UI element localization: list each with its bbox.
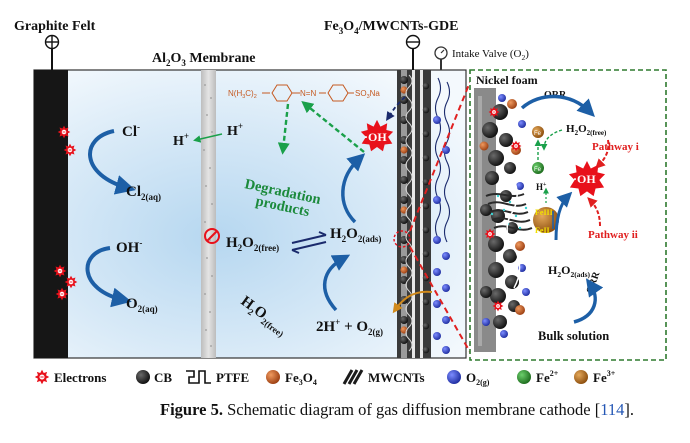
gde-label: Fe3O4/MWCNTs-GDE bbox=[324, 19, 458, 36]
dye-sulfonate-group: SO3Na bbox=[355, 89, 380, 100]
zoom-line-top bbox=[409, 81, 471, 232]
graphite-felt-electrode bbox=[34, 70, 68, 358]
h2o2-free-inhibited: H2O2(free) bbox=[204, 228, 279, 253]
intake-valve bbox=[434, 46, 448, 70]
mwcnt-bundle bbox=[485, 193, 533, 231]
caption-end: ]. bbox=[624, 400, 634, 419]
orr-reactants: 2H+ + O2(g) bbox=[316, 317, 383, 337]
chloride-ion: Cl- bbox=[122, 122, 140, 140]
svg-text:Fe: Fe bbox=[534, 167, 542, 173]
zoom-highlight-circle bbox=[393, 230, 411, 248]
membrane-label: Al2O3 Membrane bbox=[152, 51, 255, 68]
svg-text:Fe3+: Fe3+ bbox=[593, 369, 616, 385]
o2-gas-chamber bbox=[433, 77, 451, 354]
orr-arrow-bottom bbox=[573, 278, 604, 324]
fe-activation-arrow bbox=[386, 96, 406, 121]
h2o2-adsorbed: H2O2(ads) bbox=[330, 226, 381, 244]
graphite-felt-label: Graphite Felt bbox=[14, 19, 96, 34]
svg-text:N=N: N=N bbox=[300, 89, 316, 98]
svg-text:Electrons: Electrons bbox=[54, 370, 106, 385]
nanotube-dots bbox=[490, 194, 528, 230]
svg-text:Fe2+: Fe2+ bbox=[536, 369, 559, 385]
citation-link[interactable]: 114 bbox=[600, 400, 625, 419]
inset-h2o2-ads: H2O2(ads) bbox=[548, 263, 591, 279]
caption-text: Schematic diagram of gas diffusion membr… bbox=[222, 400, 601, 419]
proton-right: H+ bbox=[227, 121, 243, 139]
pathway-ii-label: Pathway ii bbox=[588, 229, 638, 241]
intake-valve-label: Intake Valve (O2) bbox=[452, 48, 529, 62]
legend-o2: O2(g) bbox=[447, 370, 490, 387]
figure-label: Figure 5. bbox=[160, 400, 223, 419]
svg-text:PTFE: PTFE bbox=[216, 370, 249, 385]
inset-h2o2-free: H2O2(free) bbox=[566, 123, 607, 137]
dye-amine-group: N(H3C)2 bbox=[228, 89, 257, 100]
svg-text:FeII: FeII bbox=[535, 226, 550, 235]
blocked-icon bbox=[204, 228, 220, 244]
cathode-terminal-icon bbox=[405, 34, 421, 50]
figure-caption: Figure 5. Schematic diagram of gas diffu… bbox=[160, 400, 680, 420]
legend-fe3o4: Fe3O4 bbox=[266, 370, 317, 387]
svg-text:O2(g): O2(g) bbox=[466, 370, 490, 387]
inset-hydroxyl-radical: ·OH bbox=[568, 160, 606, 197]
mechanism-inset: Nickel foam bbox=[469, 69, 667, 361]
equilibrium-arrows bbox=[291, 231, 327, 254]
svg-text:FeIII: FeIII bbox=[535, 208, 553, 217]
legend-electrons: Electrons bbox=[34, 369, 106, 385]
legend-fe2: Fe2+ bbox=[517, 369, 559, 385]
oh-oxidation-arrow bbox=[85, 246, 132, 308]
h2o2-to-radical-arrow bbox=[341, 153, 366, 224]
fe-redox-cycle: Fe Fe FeIII FeII bbox=[532, 126, 559, 235]
orr-arrow bbox=[322, 254, 351, 312]
hydroxide-ion: OH- bbox=[116, 238, 142, 256]
inset-proton: H+ bbox=[536, 182, 547, 192]
o2-diffusion-arrow bbox=[392, 290, 433, 314]
nickel-foam-label: Nickel foam bbox=[476, 73, 538, 87]
bulk-solution-label: Bulk solution bbox=[538, 329, 609, 343]
chlorine-product: Cl2(aq) bbox=[126, 184, 161, 202]
radical-attack-arrow bbox=[301, 100, 365, 153]
svg-text:Fe: Fe bbox=[534, 131, 542, 137]
azo-dye-molecule: N(H3C)2 N=N SO3Na bbox=[228, 84, 380, 102]
legend-cb: CB bbox=[136, 370, 172, 385]
svg-text:·OH: ·OH bbox=[573, 172, 596, 186]
anode-terminal-icon bbox=[44, 34, 60, 50]
legend-ptfe: PTFE bbox=[186, 370, 249, 385]
hydroxyl-radical: ·OH bbox=[360, 119, 394, 152]
carbon-black-cluster bbox=[480, 104, 520, 329]
proton-arrow bbox=[193, 133, 223, 143]
anode-reactions: Cl- Cl2(aq) OH- O2(aq) bbox=[85, 122, 161, 314]
proton-left: H+ bbox=[173, 131, 189, 149]
legend: Electrons CB PTFE Fe3O4 MWCNTs O2(g) Fe2… bbox=[34, 369, 616, 387]
svg-text:MWCNTs: MWCNTs bbox=[368, 370, 425, 385]
orr-arrow-top bbox=[520, 94, 595, 117]
svg-text:Fe3O4: Fe3O4 bbox=[285, 370, 317, 387]
legend-mwcnts: MWCNTs bbox=[342, 369, 425, 385]
pathway-i-label: Pathway i bbox=[592, 141, 639, 153]
ptfe-binder bbox=[506, 179, 521, 289]
al2o3-membrane bbox=[201, 70, 216, 358]
cl-oxidation-arrow bbox=[88, 129, 136, 195]
svg-text:CB: CB bbox=[154, 370, 172, 385]
gde-cathode bbox=[397, 70, 431, 358]
svg-text:·OH: ·OH bbox=[364, 130, 387, 144]
legend-fe3: Fe3+ bbox=[574, 369, 616, 385]
membrane-texture bbox=[203, 84, 213, 347]
proton-migration: H+ H+ bbox=[173, 121, 243, 149]
zoom-line-bottom bbox=[409, 246, 471, 353]
svg-text:H2O2(free): H2O2(free) bbox=[226, 235, 279, 253]
oxygen-product: O2(aq) bbox=[126, 296, 158, 314]
